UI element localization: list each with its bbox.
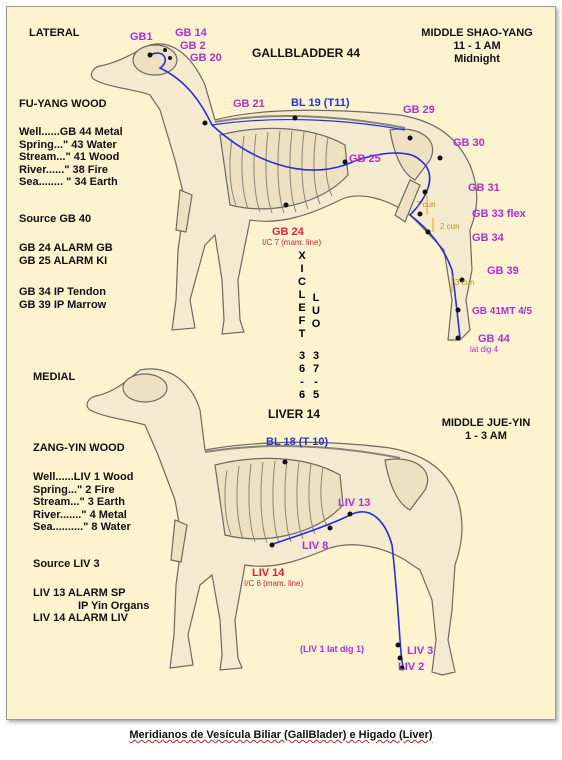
label-gb24: GB 24 <box>272 226 304 238</box>
bottom-hours: 1 - 3 AM <box>465 430 507 442</box>
bottom-point-spring: Spring..." 2 Fire <box>33 483 115 496</box>
top-time: Midnight <box>454 53 500 65</box>
label-gb21: GB 21 <box>233 98 265 110</box>
top-dog-figure <box>90 43 478 341</box>
label-gb44-sub: lat dig 4 <box>470 345 499 354</box>
liv-meridian-line <box>269 511 405 671</box>
label-bl19: BL 19 (T11) <box>291 97 350 109</box>
label-gb33: GB 33 flex <box>472 208 526 220</box>
top-transport-points: Well......GB 44 Metal Spring..." 43 Wate… <box>19 126 123 189</box>
top-ip-marrow: GB 39 IP Marrow <box>19 298 107 311</box>
bottom-channel: MIDDLE JUE-YIN <box>441 417 531 429</box>
label-liv8: LIV 8 <box>302 540 329 552</box>
top-point-sea: Sea........ " 34 Earth <box>19 176 118 188</box>
label-bl18: BL 18 (T 10) <box>266 436 329 448</box>
gb-back-line <box>211 118 406 131</box>
bottom-ip-yin: IP Yin Organs <box>78 599 150 612</box>
label-3-cun: 3 cun <box>455 278 475 287</box>
top-channel: MIDDLE SHAO-YANG <box>421 27 533 39</box>
top-point-well: Well......GB 44 Metal <box>19 126 123 138</box>
label-2-cun: 2 cun <box>440 222 460 231</box>
top-title: GALLBLADDER 44 <box>252 46 361 60</box>
label-gb34: GB 34 <box>472 232 504 244</box>
label-gb1: GB1 <box>130 31 153 43</box>
label-7-cun: 7 cun <box>416 200 436 209</box>
bottom-point-stream: Stream..." 3 Earth <box>33 496 126 508</box>
label-liv2: LIV 2 <box>398 661 425 673</box>
top-alarm-gb: GB 24 ALARM GB <box>19 242 113 254</box>
label-gb41: GB 41MT 4/5 <box>472 306 533 317</box>
top-element: FU-YANG WOOD <box>19 98 107 110</box>
top-source: Source GB 40 <box>19 213 92 225</box>
bottom-alarm-sp: LIV 13 ALARM SP <box>33 587 126 599</box>
label-gb14: GB 14 <box>175 27 207 39</box>
label-liv1: (LIV 1 lat dig 1) <box>300 644 365 654</box>
bottom-element: ZANG-YIN WOOD <box>33 442 125 454</box>
label-gb44: GB 44 <box>478 333 510 345</box>
bottom-alarms: LIV 13 ALARM SP IP Yin Organs LIV 14 ALA… <box>33 587 149 625</box>
label-liv3: LIV 3 <box>407 645 434 657</box>
bottom-transport-points: Well......LIV 1 Wood Spring..." 2 Fire S… <box>33 471 133 534</box>
top-alarms: GB 24 ALARM GB GB 25 ALARM KI <box>19 242 113 267</box>
bottom-source: Source LIV 3 <box>33 558 100 570</box>
label-gb20: GB 20 <box>190 52 222 64</box>
top-point-stream: Stream..." 41 Wood <box>19 151 120 163</box>
label-gb30: GB 30 <box>453 137 485 149</box>
gb-meridian-line <box>149 52 461 339</box>
label-gb29: GB 29 <box>403 104 435 116</box>
top-point-river: River......" 38 Fire <box>19 163 108 176</box>
label-gb25: GB 25 <box>349 153 381 165</box>
top-ip-tendon: GB 34 IP Tendon <box>19 286 106 298</box>
top-alarm-ki: GB 25 ALARM KI <box>19 254 108 267</box>
label-gb2: GB 2 <box>180 40 206 52</box>
bottom-point-sea: Sea.........." 8 Water <box>33 521 131 533</box>
bottom-dog-figure <box>86 368 463 676</box>
label-liv14: LIV 14 <box>252 567 285 579</box>
top-view-label: LATERAL <box>29 27 80 39</box>
bottom-point-river: River......." 4 Metal <box>33 508 127 521</box>
label-liv13: LIV 13 <box>338 497 371 509</box>
bottom-view-label: MEDIAL <box>33 371 76 383</box>
label-gb24-sub: I/C 7 (mam. line) <box>262 238 322 247</box>
bottom-title: LIVER 14 <box>268 407 321 421</box>
figure-caption: Meridianos de Vesícula Biliar (GallBlade… <box>129 729 433 741</box>
top-point-spring: Spring..." 43 Water <box>19 138 117 151</box>
label-liv14-sub: I/C 6 (mam. line) <box>244 579 304 588</box>
label-gb39: GB 39 <box>487 265 519 277</box>
top-hours: 11 - 1 AM <box>453 40 501 52</box>
bottom-alarm-liv: LIV 14 ALARM LIV <box>33 612 128 624</box>
top-influential: GB 34 IP Tendon GB 39 IP Marrow <box>19 286 106 311</box>
bottom-point-well: Well......LIV 1 Wood <box>33 471 134 483</box>
label-gb31: GB 31 <box>468 182 500 194</box>
gb-points <box>147 48 465 341</box>
liv-points <box>269 459 405 671</box>
